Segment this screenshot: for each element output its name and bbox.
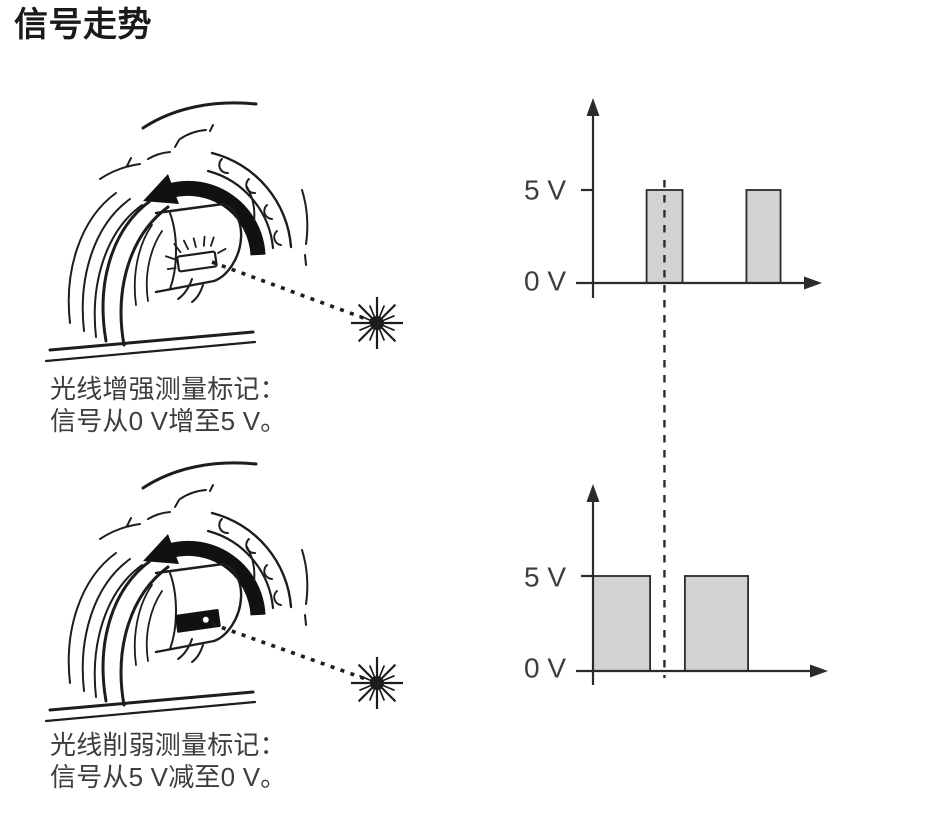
y-axis-arrow-icon <box>586 98 600 116</box>
laser-spot <box>202 616 209 623</box>
label-0v: 0 V <box>524 653 566 684</box>
caption-bright-mark: 光线增强测量标记： 信号从0 V增至5 V。 <box>50 373 286 437</box>
illustration-bright-mark <box>40 95 410 370</box>
signal-chart-top: 5 V 0 V <box>524 98 822 298</box>
caption-dark-line2: 信号从5 V减至0 V。 <box>50 762 287 792</box>
laser-beam-dotted-line <box>211 260 378 325</box>
illustration-bright-svg <box>40 95 405 365</box>
label-5v: 5 V <box>524 562 566 593</box>
y-axis-arrow-icon <box>586 484 600 502</box>
label-0v: 0 V <box>524 266 566 297</box>
pulse-bar <box>592 575 652 672</box>
pulse-bar <box>645 189 684 284</box>
measurement-mark-dark <box>174 609 221 633</box>
caption-dark-line1: 光线削弱测量标记： <box>50 730 286 760</box>
x-axis-arrow-icon <box>810 664 828 678</box>
caption-dark-mark: 光线削弱测量标记： 信号从5 V减至0 V。 <box>50 729 286 793</box>
laser-beam-dotted-line <box>211 622 378 685</box>
signal-chart-bottom: 5 V 0 V <box>524 484 828 685</box>
x-axis-arrow-icon <box>804 276 822 290</box>
illustration-dark-mark <box>40 455 410 730</box>
caption-bright-line1: 光线增强测量标记： <box>50 374 286 404</box>
signal-charts-svg: 5 V 0 V 5 V 0 V <box>524 98 828 685</box>
label-5v: 5 V <box>524 175 566 206</box>
page-title: 信号走势 <box>14 6 152 44</box>
pulse-bar <box>745 189 782 284</box>
measurement-mark-bright <box>165 235 227 273</box>
illustration-dark-svg <box>40 455 405 725</box>
pulse-bar <box>683 575 749 672</box>
caption-bright-line2: 信号从0 V增至5 V。 <box>50 406 287 436</box>
reflection-rays <box>165 235 227 271</box>
